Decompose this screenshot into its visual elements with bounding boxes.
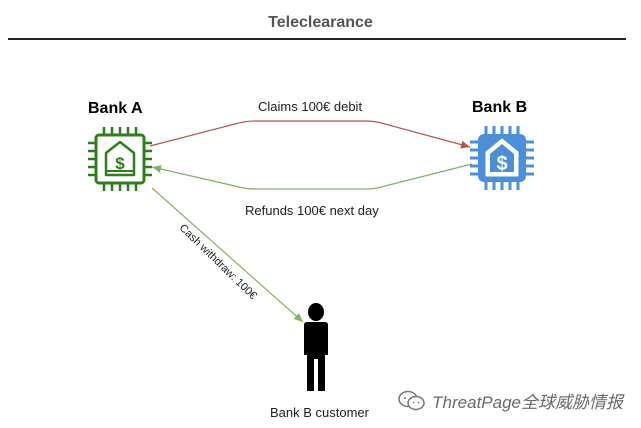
refund-arrow	[151, 163, 473, 190]
title-divider	[8, 38, 626, 40]
diagram-title: Teleclearance	[268, 14, 373, 31]
refund-label: Refunds 100€ next day	[245, 203, 379, 218]
bank-a-label: Bank A	[88, 100, 143, 117]
cash-arrow	[151, 187, 304, 323]
claim-arrow	[149, 120, 471, 149]
watermark-text: ThreatPage全球威胁情报	[432, 393, 623, 412]
watermark: ThreatPage全球威胁情报	[398, 388, 623, 413]
svg-text:$: $	[115, 154, 125, 173]
claim-label: Claims 100€ debit	[258, 99, 363, 114]
customer-label: Bank B customer	[270, 405, 369, 420]
bank-a-icon: $	[88, 127, 152, 191]
bank-b-label: Bank B	[472, 99, 528, 116]
bank-b-icon: $	[470, 126, 534, 190]
svg-text:$: $	[496, 153, 507, 175]
customer-person-icon	[304, 303, 328, 391]
wechat-icon	[398, 390, 425, 410]
